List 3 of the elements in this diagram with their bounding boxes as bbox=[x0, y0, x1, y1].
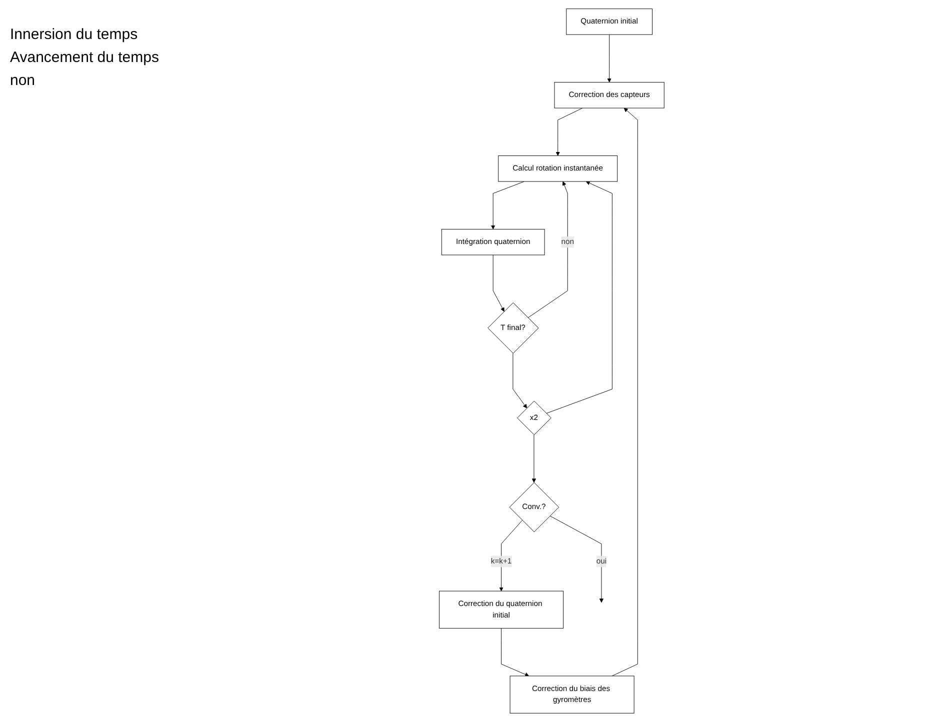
note-label: Innersion du temps bbox=[10, 26, 139, 43]
note-label: Avancement du temps bbox=[10, 49, 160, 66]
note-label: non bbox=[10, 72, 36, 89]
